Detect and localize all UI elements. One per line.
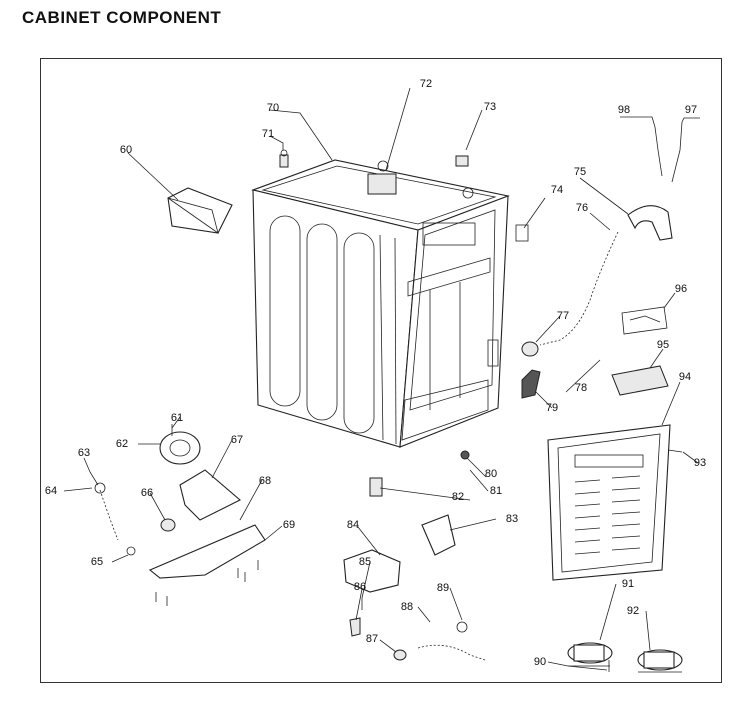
callout-73: 73 [483, 101, 497, 113]
callout-61: 61 [170, 412, 184, 424]
callout-74: 74 [550, 184, 564, 196]
callout-66: 66 [140, 487, 154, 499]
callout-93: 93 [693, 457, 707, 469]
part-67-bracket [179, 469, 241, 521]
callout-67: 67 [230, 434, 244, 446]
callout-68: 68 [258, 475, 272, 487]
part-63-hose [99, 489, 119, 541]
callout-79: 79 [545, 402, 559, 414]
cabinet-body [251, 159, 510, 448]
callout-96: 96 [674, 283, 688, 295]
callout-85: 85 [358, 556, 372, 568]
part-88-hose [417, 644, 486, 661]
callout-92: 92 [626, 605, 640, 617]
part-87-clamp [393, 649, 407, 661]
part-93-screw [667, 449, 683, 453]
callout-71: 71 [261, 128, 275, 140]
part-73-clip [455, 155, 469, 167]
callout-62: 62 [115, 438, 129, 450]
part-79-bracket [521, 369, 541, 399]
callout-82: 82 [451, 491, 465, 503]
part-96-tag [621, 306, 668, 335]
callout-76: 76 [575, 202, 589, 214]
part-80-nut [460, 450, 470, 460]
callout-65: 65 [90, 556, 104, 568]
callout-64: 64 [44, 485, 58, 497]
part-62-pump [159, 424, 201, 465]
part-82-foot [369, 477, 383, 497]
callout-70: 70 [266, 102, 280, 114]
callout-77: 77 [556, 310, 570, 322]
part-75-76-hose [539, 205, 673, 346]
callout-86: 86 [353, 581, 367, 593]
part-68-base [148, 524, 266, 579]
part-60-pad [167, 187, 233, 234]
callout-80: 80 [484, 468, 498, 480]
part-74-label [515, 224, 529, 242]
part-84-bracket [343, 549, 401, 593]
callout-98: 98 [617, 104, 631, 116]
part-92-motor [637, 649, 683, 673]
part-66-bushing [160, 518, 176, 532]
callout-89: 89 [436, 582, 450, 594]
callout-72: 72 [419, 78, 433, 90]
callout-90: 90 [533, 656, 547, 668]
diagram-frame [40, 58, 722, 683]
callout-87: 87 [365, 633, 379, 645]
callout-88: 88 [400, 601, 414, 613]
part-83-cover [421, 514, 456, 556]
part-77-clamp [521, 341, 539, 357]
callout-75: 75 [573, 166, 587, 178]
part-95-pad [611, 365, 669, 396]
callout-94: 94 [678, 371, 692, 383]
part-86-bushing [349, 617, 361, 637]
part-94-rear-panel [547, 424, 671, 581]
callout-84: 84 [346, 519, 360, 531]
callout-97: 97 [684, 104, 698, 116]
callout-91: 91 [621, 578, 635, 590]
part-91-motor [567, 642, 613, 667]
part-89-clamp [456, 621, 468, 633]
callout-83: 83 [505, 513, 519, 525]
callout-95: 95 [656, 339, 670, 351]
part-69-screws [155, 560, 259, 606]
leader-lines [63, 87, 700, 671]
callout-69: 69 [282, 519, 296, 531]
callout-81: 81 [489, 485, 503, 497]
callout-63: 63 [77, 447, 91, 459]
callout-78: 78 [574, 382, 588, 394]
diagram-title: CABINET COMPONENT [22, 8, 222, 27]
part-71-clip [279, 149, 289, 168]
part-97-98-rods [654, 121, 683, 183]
callout-60: 60 [119, 144, 133, 156]
